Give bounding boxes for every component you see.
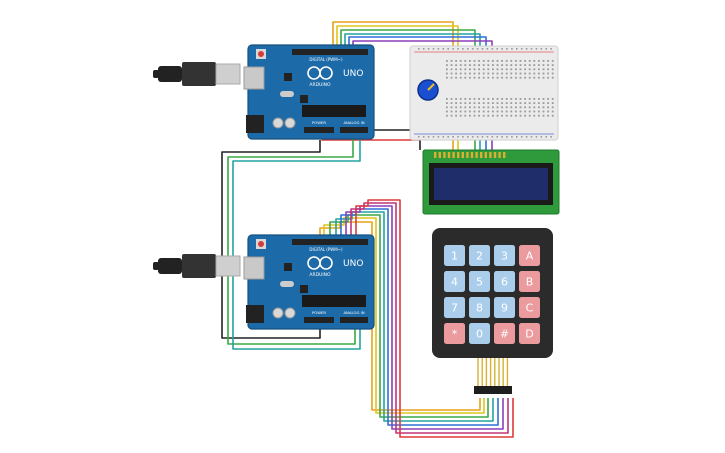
keypad-key-2[interactable]: 2 — [469, 245, 490, 266]
breadboard[interactable] — [409, 45, 559, 141]
keypad-key-label: D — [525, 328, 533, 341]
power-header — [304, 317, 334, 323]
keypad-key-label: 8 — [476, 302, 483, 315]
power-label: POWER — [312, 310, 326, 315]
keypad-key-7[interactable]: 7 — [444, 297, 465, 318]
model-label: UNO — [343, 259, 363, 269]
power-header — [304, 127, 334, 133]
power-label: POWER — [312, 120, 326, 125]
keypad-key-5[interactable]: 5 — [469, 271, 490, 292]
keypad-key-#[interactable]: # — [494, 323, 515, 344]
arduino-uno-bottom[interactable]: DIGITAL (PWM~) ARDUINO UNO POWER ANALOG … — [243, 234, 375, 330]
breadboard-holes — [418, 48, 554, 138]
digital-header-label: DIGITAL (PWM~) — [309, 57, 343, 62]
model-label: UNO — [343, 69, 363, 79]
keypad-key-6[interactable]: 6 — [494, 271, 515, 292]
keypad-key-B[interactable]: B — [519, 271, 540, 292]
wire-kp-3 — [329, 214, 489, 418]
keypad-key-*[interactable]: * — [444, 323, 465, 344]
keypad-key-label: 0 — [476, 328, 483, 341]
keypad-key-label: # — [500, 328, 509, 341]
wire-kp-7 — [350, 202, 509, 434]
keypad-key-8[interactable]: 8 — [469, 297, 490, 318]
keypad-key-D[interactable]: D — [519, 323, 540, 344]
lcd-pin-header — [434, 152, 506, 158]
analog-header — [340, 317, 368, 323]
lcd-16x2[interactable] — [422, 149, 560, 215]
wire-kp-6 — [345, 205, 504, 430]
keypad-key-0[interactable]: 0 — [469, 323, 490, 344]
analog-header — [340, 127, 368, 133]
lcd-screen — [434, 168, 548, 200]
analog-label: ANALOG IN — [343, 120, 364, 125]
wire-link-black — [221, 140, 321, 339]
potentiometer[interactable] — [417, 79, 439, 101]
atmega-chip — [302, 105, 366, 117]
usb-plug-top — [153, 62, 241, 86]
usb-plug-bottom — [153, 254, 241, 278]
keypad-key-label: 5 — [476, 276, 483, 289]
keypad-connector — [474, 358, 512, 394]
wire-kp-8 — [355, 199, 514, 438]
arduino-logo — [307, 66, 333, 80]
brand-label: ARDUINO — [309, 272, 331, 278]
wire-kp-2 — [323, 217, 485, 414]
keypad-key-label: 2 — [476, 250, 483, 263]
keypad-key-3[interactable]: 3 — [494, 245, 515, 266]
digital-header — [292, 239, 368, 245]
keypad-key-4[interactable]: 4 — [444, 271, 465, 292]
arduino-uno-top[interactable]: DIGITAL (PWM~) ARDUINO UNO POWER ANALOG … — [243, 44, 375, 140]
keypad-key-label: * — [452, 328, 458, 341]
keypad-key-A[interactable]: A — [519, 245, 540, 266]
keypad-key-label: 9 — [501, 302, 508, 315]
keypad-key-label: 1 — [451, 250, 458, 263]
digital-header — [292, 49, 368, 55]
keypad-key-1[interactable]: 1 — [444, 245, 465, 266]
wire-link-green — [227, 130, 356, 345]
digital-header-label: DIGITAL (PWM~) — [309, 247, 343, 252]
keypad-keys: 1 2 3 A 4 5 6 B 7 8 9 C * 0 # D — [444, 245, 540, 344]
keypad-4x4[interactable]: 1 2 3 A 4 5 6 B 7 8 9 C * 0 # D — [432, 228, 553, 394]
atmega-chip — [302, 295, 366, 307]
analog-label: ANALOG IN — [343, 310, 364, 315]
keypad-key-label: 6 — [501, 276, 508, 289]
keypad-key-9[interactable]: 9 — [494, 297, 515, 318]
wire-link-teal — [232, 130, 361, 350]
wire-kp-5 — [340, 208, 499, 426]
brand-label: ARDUINO — [309, 82, 331, 88]
keypad-key-label: 3 — [501, 250, 508, 263]
keypad-key-C[interactable]: C — [519, 297, 540, 318]
keypad-key-label: A — [526, 250, 534, 263]
keypad-key-label: 7 — [451, 302, 458, 315]
arduino-logo — [307, 256, 333, 270]
keypad-key-label: 4 — [451, 276, 458, 289]
keypad-key-label: B — [526, 276, 534, 289]
wire-kp-4 — [335, 211, 494, 422]
keypad-key-label: C — [526, 302, 534, 315]
